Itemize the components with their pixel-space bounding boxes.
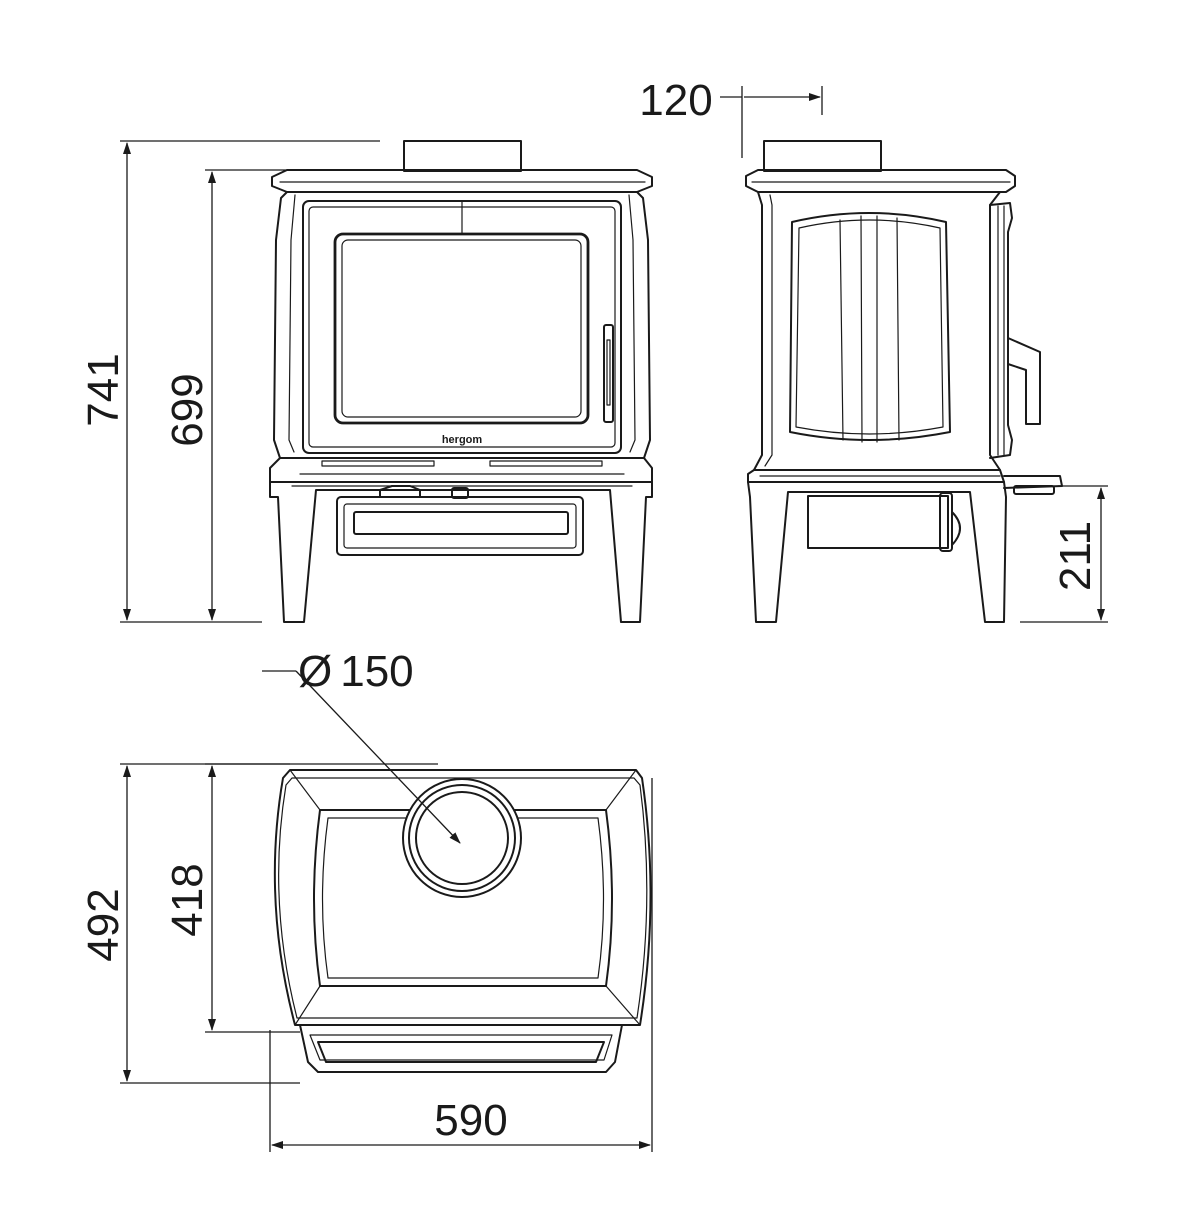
front-view: hergom [269, 140, 653, 623]
dimension-body-depth: 418 [163, 863, 212, 936]
diameter-symbol: Ø [298, 647, 332, 696]
top-view [273, 769, 652, 1073]
dimension-body-height: 699 [163, 373, 212, 446]
dimension-flue-offset: 120 [639, 76, 712, 125]
flue-diameter-value: 150 [340, 647, 413, 696]
dimension-width: 590 [434, 1096, 507, 1145]
dimension-lines [120, 86, 1108, 1152]
dimension-total-depth: 492 [79, 888, 128, 961]
brand-label: hergom [442, 434, 483, 446]
side-view [745, 140, 1063, 623]
dimension-total-height: 741 [79, 353, 128, 426]
dimension-leg-height: 211 [1051, 521, 1100, 591]
